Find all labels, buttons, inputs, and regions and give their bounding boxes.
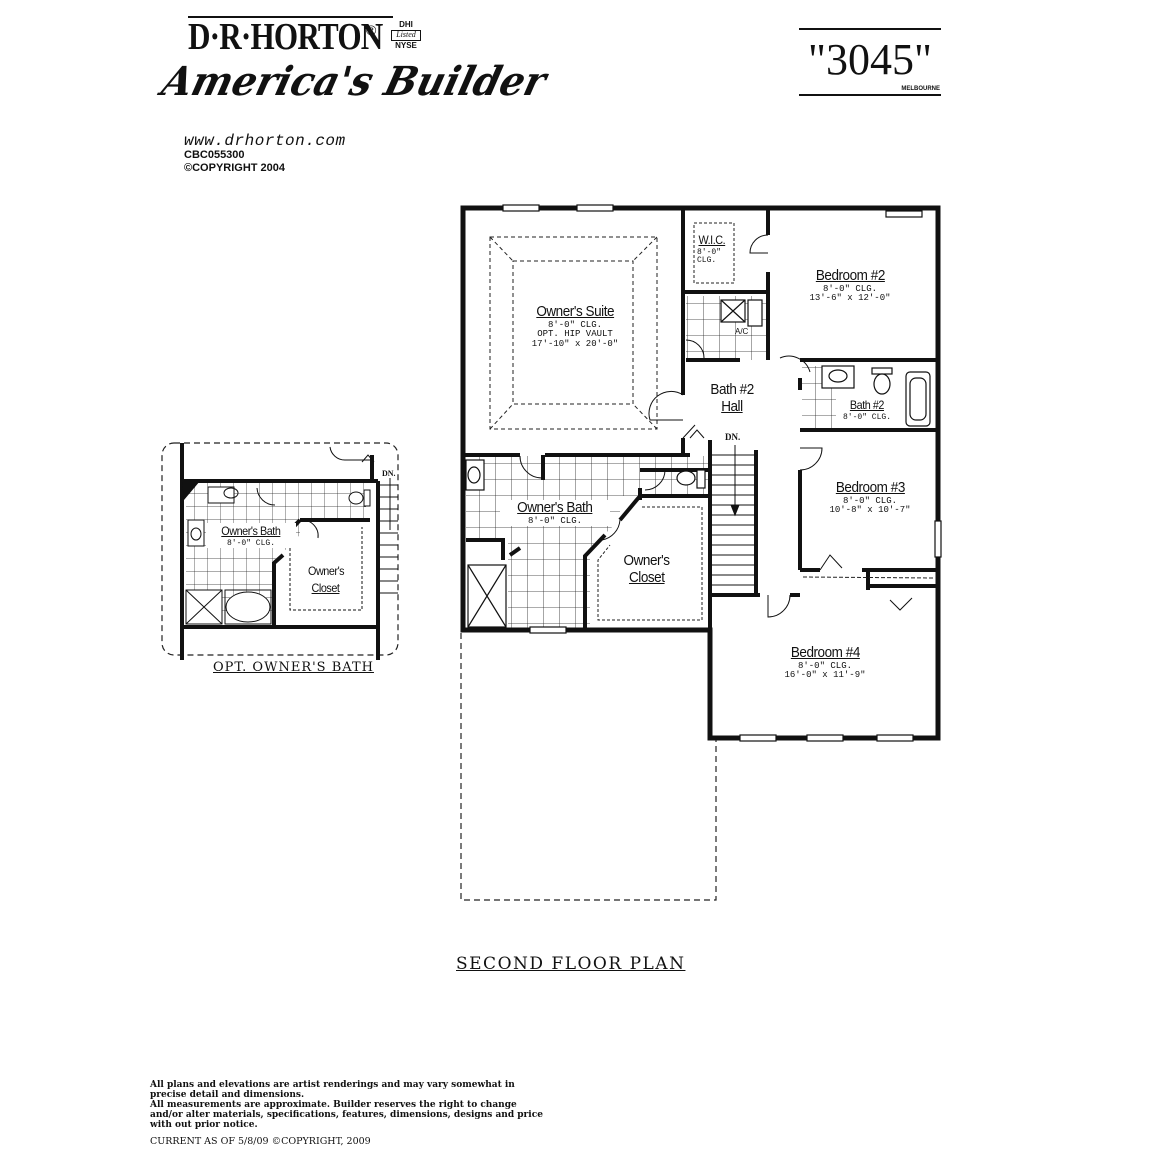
- model-number: "3045": [808, 35, 932, 84]
- room-name: Bath #2: [849, 398, 885, 412]
- room-name: Bedroom #4: [790, 644, 860, 661]
- room-detail: Closet: [629, 568, 665, 586]
- second-floor-plan-title: SECOND FLOOR PLAN: [456, 954, 686, 974]
- header-copyright: ©COPYRIGHT 2004: [184, 162, 286, 174]
- badge-ticker: DHI: [399, 20, 413, 29]
- room-detail: 8'-0" CLG.: [822, 283, 877, 294]
- room-bedroom-4: Bedroom #4 8'-0" CLG. 16'-0" x 11'-9": [765, 645, 885, 681]
- disclaimer-line-2: All measurements are approximate. Builde…: [150, 1100, 543, 1130]
- fixtures: [465, 299, 931, 628]
- brand-logo: D·R·HORTON: [188, 16, 383, 58]
- disclaimer: All plans and elevations are artist rend…: [150, 1080, 550, 1130]
- room-detail: Hall: [721, 397, 743, 415]
- exterior-walls: [460, 205, 941, 741]
- license-number: CBC055300: [184, 149, 245, 161]
- room-name: Owner's: [624, 552, 670, 569]
- room-detail: 8'-0": [697, 247, 722, 257]
- nyse-listed-badge: DHI Listed NYSE: [389, 20, 423, 50]
- room-bath-2: Bath #2 8'-0" CLG.: [832, 397, 902, 422]
- room-owners-closet: Owner's Closet: [612, 553, 682, 587]
- room-detail: 8'-0" CLG.: [797, 660, 852, 671]
- room-detail: 8'-0" CLG.: [527, 515, 582, 526]
- stair-treads: [712, 445, 756, 586]
- model-name: MELBOURNE: [901, 86, 940, 92]
- model-rule-top: [799, 28, 941, 30]
- room-bedroom-2: Bedroom #2 8'-0" CLG. 13'-6" x 12'-0": [790, 268, 910, 304]
- logo-rule: [188, 16, 393, 18]
- opt-room-owners-closet: Owner's Closet: [296, 563, 356, 597]
- room-detail: 8'-0" CLG.: [842, 495, 897, 506]
- room-detail: 8'-0" CLG.: [842, 412, 891, 422]
- stairs-down-label: DN.: [725, 432, 741, 442]
- hip-vault-outline: [489, 236, 658, 430]
- first-floor-outline: [460, 633, 717, 901]
- opt-stairs-down-label: DN.: [382, 469, 396, 478]
- room-detail: OPT. HIP VAULT: [537, 329, 613, 340]
- interior-walls: [463, 210, 938, 630]
- room-detail: 13'-6" x 12'-0": [809, 293, 891, 304]
- room-detail: 16'-0" x 11'-9": [784, 670, 866, 681]
- door-swings: [519, 234, 913, 618]
- room-name: Owner's Bath: [221, 524, 281, 538]
- opt-owners-bath-title: OPT. OWNER'S BATH: [213, 660, 374, 675]
- ac-label: A/C: [735, 327, 749, 336]
- room-owners-suite: Owner's Suite 8'-0" CLG. OPT. HIP VAULT …: [500, 304, 650, 349]
- room-detail: 10'-8" x 10'-7": [829, 505, 911, 516]
- room-detail: CLG.: [697, 256, 717, 266]
- room-detail: 17'-10" x 20'-0": [531, 338, 619, 349]
- registered-mark: ®: [366, 22, 377, 38]
- room-detail: Closet: [312, 580, 340, 595]
- room-bath-2-hall: Bath #2 Hall: [700, 382, 764, 416]
- room-name: Bedroom #3: [835, 479, 905, 496]
- room-detail: 8'-0" CLG.: [226, 538, 275, 548]
- room-name: Bath #2: [710, 381, 754, 398]
- disclaimer-line-1: All plans and elevations are artist rend…: [150, 1080, 515, 1100]
- room-wic: W.I.C. 8'-0" CLG.: [697, 232, 739, 266]
- room-detail: 8'-0" CLG.: [547, 319, 602, 330]
- model-rule-bottom: [799, 94, 941, 96]
- website-link[interactable]: www.drhorton.com: [184, 132, 346, 150]
- badge-listed: Listed: [391, 30, 421, 41]
- current-as-of: CURRENT AS OF 5/8/09 ©COPYRIGHT, 2009: [150, 1136, 371, 1147]
- badge-exchange: NYSE: [395, 40, 417, 50]
- windows: [502, 204, 942, 742]
- room-name: Owner's Suite: [536, 303, 614, 320]
- room-bedroom-3: Bedroom #3 8'-0" CLG. 10'-8" x 10'-7": [810, 480, 930, 516]
- room-name: Bedroom #2: [815, 267, 885, 284]
- room-name: W.I.C.: [698, 233, 726, 247]
- opt-owners-bath-drawing: [161, 442, 399, 660]
- opt-room-owners-bath: Owner's Bath 8'-0" CLG.: [206, 523, 296, 549]
- room-name: Owner's Bath: [517, 499, 593, 516]
- room-name: Owner's: [307, 564, 345, 578]
- room-owners-bath: Owner's Bath 8'-0" CLG.: [500, 499, 610, 527]
